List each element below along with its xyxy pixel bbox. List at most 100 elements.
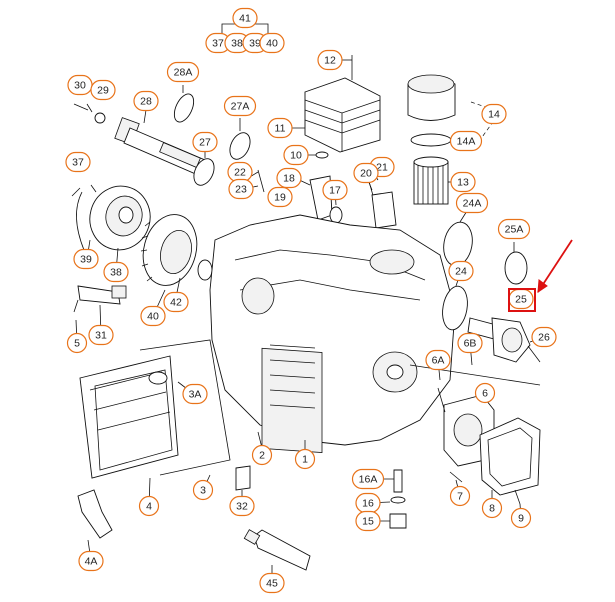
bolt-5	[73, 299, 79, 313]
callout-text: 42	[170, 297, 182, 309]
seal-17	[329, 206, 343, 224]
callout-27a: 27A	[223, 95, 257, 117]
callout-17: 17	[322, 179, 348, 201]
callout-text: 11	[275, 123, 286, 135]
gasket-3	[139, 339, 231, 476]
callout-text: 26	[538, 332, 550, 344]
callout-1: 1	[294, 448, 316, 470]
gasket-6a	[437, 387, 446, 413]
callout-text: 16	[362, 498, 374, 510]
callout-20: 20	[353, 162, 379, 184]
callout-text: 25A	[505, 224, 524, 236]
callout-text: 6	[482, 388, 488, 400]
sealant-tube-45	[243, 529, 311, 571]
callout-13: 13	[450, 171, 476, 193]
seal-10	[315, 151, 329, 159]
callout-18: 18	[276, 167, 302, 189]
callout-text: 27	[199, 137, 211, 149]
seal-ring-27a	[229, 132, 251, 160]
callout-38: 38	[103, 261, 129, 283]
callout-text: 13	[457, 177, 469, 189]
o-ring-14a	[410, 133, 452, 147]
highlight-box	[508, 288, 536, 312]
callout-25: 25	[508, 288, 534, 310]
clip-37	[71, 187, 81, 197]
callout-15: 15	[355, 510, 381, 532]
callout-text: 6A	[432, 355, 445, 367]
seal-ring-28a	[173, 93, 195, 123]
seal-ring-24a	[443, 221, 473, 267]
callout-text: 20	[360, 168, 372, 180]
callout-12: 12	[317, 49, 343, 71]
callout-28: 28	[133, 90, 159, 112]
callout-text: 24	[455, 266, 467, 278]
seal-16	[390, 496, 406, 504]
flange-shaft-25	[467, 317, 531, 363]
callout-text: 17	[329, 185, 341, 197]
ring-40	[197, 259, 213, 281]
gear-assembly-42	[140, 214, 198, 286]
callout-text: 22	[234, 167, 246, 179]
callout-text: 6B	[464, 338, 477, 350]
bolt-30	[73, 103, 89, 111]
callout-text: 2	[259, 450, 265, 462]
callout-text: 3	[200, 485, 206, 497]
callout-text: 16A	[359, 474, 378, 486]
callout-7: 7	[449, 485, 471, 507]
callout-text: 4	[146, 501, 152, 513]
callout-16a: 16A	[351, 468, 385, 490]
callout-text: 30	[74, 80, 86, 92]
callout-6b: 6B	[457, 332, 483, 354]
callout-text: 10	[290, 150, 302, 162]
callout-45: 45	[259, 572, 285, 594]
sensor-31	[77, 285, 127, 305]
callout-text: 41	[239, 13, 251, 25]
callout-text: 45	[266, 578, 278, 590]
callout-40: 40	[259, 32, 285, 54]
callout-text: 39	[249, 38, 261, 50]
callout-19: 19	[267, 186, 293, 208]
callout-25a: 25A	[497, 218, 531, 240]
callout-text: 3A	[189, 389, 202, 401]
callout-11: 11	[267, 117, 293, 139]
callout-text: 5	[74, 338, 80, 350]
callout-22: 22	[227, 161, 253, 183]
callout-text: 32	[236, 501, 248, 513]
callout-text: 29	[97, 85, 109, 97]
callout-text: 31	[95, 330, 107, 342]
plug-15	[389, 513, 407, 529]
callout-text: 14A	[457, 136, 476, 148]
callout-37: 37	[205, 32, 231, 54]
callout-6: 6	[474, 382, 496, 404]
callout-29: 29	[90, 79, 116, 101]
oil-cooler-11	[304, 77, 381, 153]
circlip-29	[94, 112, 106, 124]
callout-42: 42	[163, 291, 189, 313]
callout-10: 10	[283, 144, 309, 166]
callout-text: 14	[488, 109, 500, 121]
callout-text: 27A	[231, 101, 250, 113]
callout-text: 28	[140, 96, 152, 108]
sensor-20	[371, 191, 397, 229]
callout-text: 12	[324, 55, 336, 67]
callout-32: 32	[229, 495, 255, 517]
callout-6a: 6A	[425, 349, 451, 371]
callout-14a: 14A	[449, 130, 483, 152]
seal-ring-25a	[504, 251, 528, 285]
callout-text: 40	[147, 311, 159, 323]
callout-16: 16	[355, 492, 381, 514]
pointer-arrowhead	[537, 279, 548, 293]
snap-ring-39	[76, 191, 85, 251]
callout-5: 5	[66, 332, 88, 354]
plug-32	[235, 465, 251, 491]
callout-3: 3	[192, 479, 214, 501]
callout-37: 37	[65, 151, 91, 173]
callout-text: 40	[266, 38, 278, 50]
callout-9: 9	[510, 507, 532, 529]
callout-text: 38	[231, 38, 243, 50]
callout-text: 37	[72, 157, 84, 169]
callout-27: 27	[192, 131, 218, 153]
filter-housing-14	[407, 74, 456, 121]
